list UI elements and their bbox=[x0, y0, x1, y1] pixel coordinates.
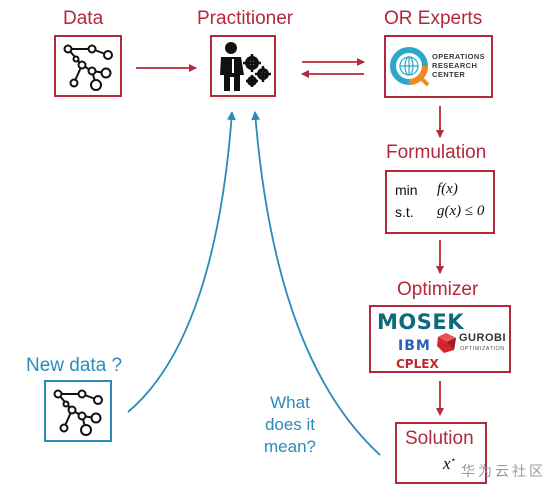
orc-line2: RESEARCH bbox=[432, 61, 478, 70]
cplex-logo: CPLEX bbox=[396, 357, 439, 371]
solution-label: Solution bbox=[405, 428, 474, 449]
arrow-newdata-to-practitioner bbox=[127, 111, 236, 413]
gurobi-cube-icon bbox=[437, 333, 456, 353]
question-line2: does it bbox=[264, 415, 316, 434]
question-text: What does it mean? bbox=[264, 392, 316, 458]
new-data-label: New data ? bbox=[26, 355, 123, 376]
min-expression: f(x) bbox=[437, 181, 458, 197]
new-data-box bbox=[44, 380, 112, 442]
practitioner-label: Practitioner bbox=[197, 8, 294, 29]
ibm-logo: IBM bbox=[398, 338, 431, 354]
min-keyword: min bbox=[395, 182, 418, 198]
solution-symbol-star: ⋆ bbox=[450, 454, 457, 465]
solution-box: Solution x⋆ bbox=[395, 422, 487, 484]
graph-network-icon bbox=[63, 44, 113, 91]
mosek-logo: MOSEK bbox=[377, 310, 464, 334]
gurobi-subtitle: OPTIMIZATION bbox=[460, 346, 505, 352]
watermark: 华为云社区 bbox=[461, 463, 546, 479]
solution-symbol-base: x bbox=[443, 454, 451, 473]
question-line3: mean? bbox=[264, 437, 316, 456]
st-keyword: s.t. bbox=[395, 204, 414, 220]
optimizer-box: MOSEK IBM CPLEX GUROBI OPTIMIZATION bbox=[369, 305, 511, 373]
orc-line3: CENTER bbox=[432, 70, 466, 79]
orc-logo-text: OPERATIONS RESEARCH CENTER bbox=[432, 52, 485, 79]
orc-globe-icon bbox=[390, 47, 430, 87]
data-box bbox=[54, 35, 122, 97]
or-experts-box: OPERATIONS RESEARCH CENTER bbox=[384, 35, 493, 98]
optimizer-label: Optimizer bbox=[397, 279, 479, 300]
data-label: Data bbox=[63, 8, 104, 29]
formulation-box: min f(x) s.t. g(x) ≤ 0 bbox=[385, 170, 495, 234]
gurobi-logo: GUROBI bbox=[459, 332, 506, 344]
or-experts-label: OR Experts bbox=[384, 8, 483, 29]
formula-min-row: min f(x) bbox=[395, 181, 458, 198]
question-line1: What bbox=[270, 393, 310, 412]
person-gears-icon bbox=[220, 42, 271, 91]
st-expression: g(x) ≤ 0 bbox=[437, 203, 485, 219]
formulation-label: Formulation bbox=[386, 142, 487, 163]
arrow-solution-to-practitioner bbox=[251, 111, 381, 456]
orc-line1: OPERATIONS bbox=[432, 52, 486, 61]
formula-st-row: s.t. g(x) ≤ 0 bbox=[395, 203, 484, 220]
solution-symbol: x⋆ bbox=[443, 454, 456, 474]
practitioner-box bbox=[210, 35, 276, 97]
graph-network-icon bbox=[53, 389, 103, 436]
